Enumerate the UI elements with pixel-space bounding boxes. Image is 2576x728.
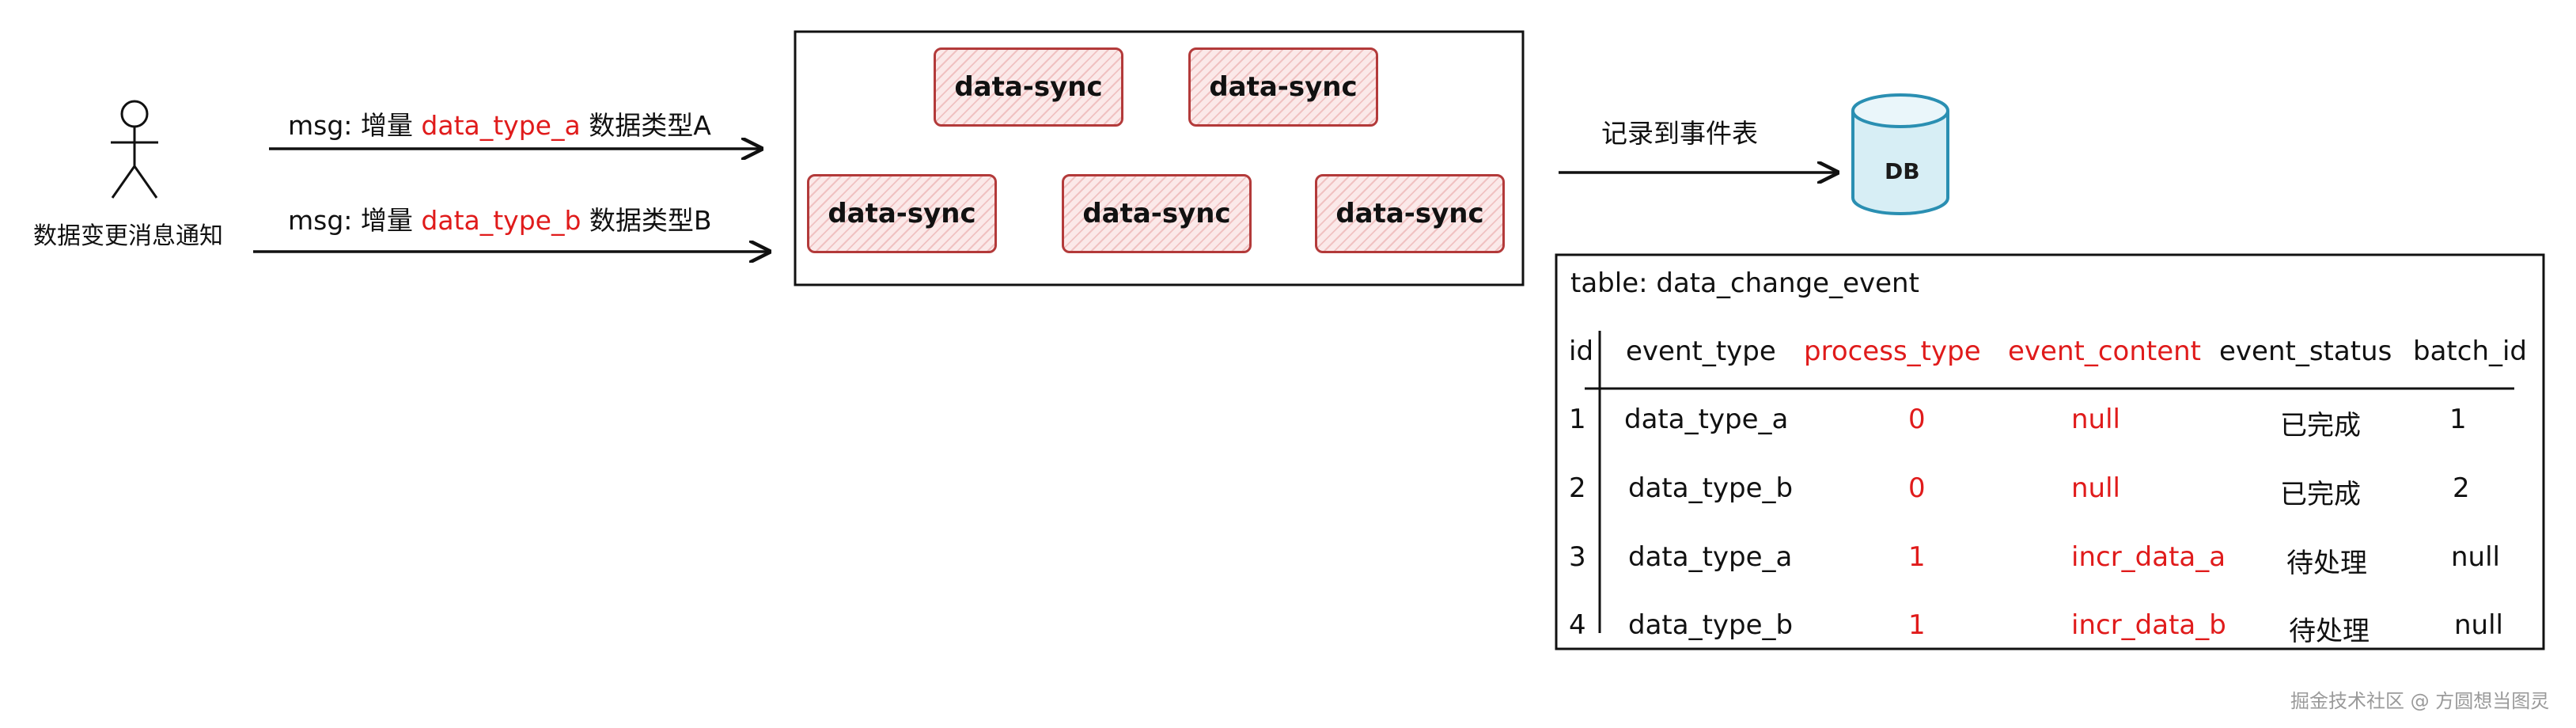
msg-label-b: msg: 增量 data_type_b 数据类型B (288, 199, 712, 237)
table-row-2-batch-id: 2 (2453, 472, 2470, 504)
database-cylinder-icon (1851, 93, 1949, 215)
msg-label-a: msg: 增量 data_type_a 数据类型A (288, 104, 711, 142)
table-row-2-event-content: null (2071, 472, 2120, 504)
table-row-4-event-content: incr_data_b (2071, 609, 2226, 641)
msg-suffix: 数据类型A (589, 110, 711, 141)
stick-figure-icon (111, 100, 158, 199)
table-row-1-id: 1 (1569, 404, 1586, 435)
table-row-2-id: 2 (1569, 472, 1586, 504)
table-row-3-event-content: incr_data_a (2071, 541, 2226, 573)
table-row-1-batch-id: 1 (2449, 404, 2467, 435)
msg-prefix: msg: 增量 (288, 110, 413, 141)
msg-suffix: 数据类型B (589, 205, 712, 236)
actor-label: 数据变更消息通知 (33, 222, 223, 250)
table-row-1-event-status: 已完成 (2280, 410, 2361, 442)
col-header-process-type: process_type (1804, 336, 1981, 367)
col-header-event-status: event_status (2219, 336, 2392, 367)
table-row-2-event-type: data_type_b (1628, 472, 1794, 504)
table-row-3-id: 3 (1569, 541, 1586, 573)
sync-node-5: data-sync (1315, 174, 1505, 253)
db-label: DB (1885, 158, 1920, 184)
sync-node-4: data-sync (1062, 174, 1252, 253)
table-row-1-process-type: 0 (1908, 404, 1926, 435)
table-title: table: data_change_event (1570, 267, 1919, 299)
table-row-2-process-type: 0 (1908, 472, 1926, 504)
table-row-4-id: 4 (1569, 609, 1586, 641)
col-header-id: id (1569, 336, 1594, 367)
msg-data-type: data_type_b (421, 205, 581, 236)
event-label: 记录到事件表 (1601, 118, 1758, 149)
table-row-4-batch-id: null (2454, 609, 2503, 641)
table-row-3-event-type: data_type_a (1628, 541, 1793, 573)
msg-data-type: data_type_a (421, 110, 581, 141)
table-row-1-event-type: data_type_a (1624, 404, 1789, 435)
sync-node-2: data-sync (1188, 47, 1378, 127)
sync-node-1: data-sync (934, 47, 1123, 127)
table-row-3-event-status: 待处理 (2286, 548, 2367, 579)
sync-container (794, 30, 1525, 286)
col-header-batch-id: batch_id (2413, 336, 2528, 367)
table-row-3-batch-id: null (2451, 541, 2500, 573)
col-header-event-type: event_type (1626, 336, 1776, 367)
table-row-4-event-status: 待处理 (2289, 616, 2370, 647)
table-row-3-process-type: 1 (1908, 541, 1926, 573)
msg-prefix: msg: 增量 (288, 205, 413, 236)
table-row-4-process-type: 1 (1908, 609, 1926, 641)
table-frame (1555, 253, 2545, 650)
sync-node-3: data-sync (807, 174, 997, 253)
table-row-4-event-type: data_type_b (1628, 609, 1794, 641)
watermark: 掘金技术社区 @ 方圆想当图灵 (2290, 690, 2550, 712)
table-row-1-event-content: null (2071, 404, 2120, 435)
table-row-2-event-status: 已完成 (2280, 479, 2361, 510)
col-header-event-content: event_content (2008, 336, 2202, 367)
